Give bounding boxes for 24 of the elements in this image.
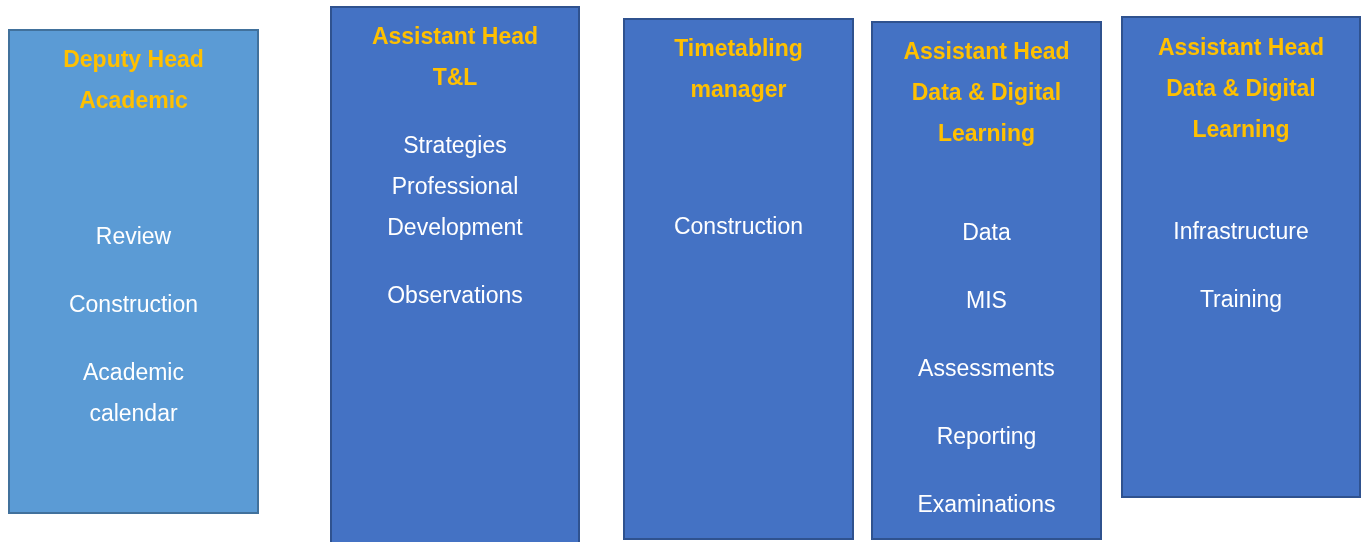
duty-text: Observations bbox=[386, 280, 524, 310]
duty-text: Reporting bbox=[935, 421, 1038, 451]
role-title: Deputy Head Academic bbox=[62, 44, 205, 115]
role-title: Assistant Head Data & Digital Learning bbox=[1156, 32, 1326, 144]
duty-text: MIS bbox=[965, 285, 1008, 315]
duty-text: Training bbox=[1198, 284, 1284, 314]
role-box bbox=[330, 6, 580, 542]
role-box bbox=[623, 18, 854, 540]
duty-text: Professional Development bbox=[386, 171, 524, 242]
duty-text: Assessments bbox=[917, 353, 1056, 383]
duty-text: Review bbox=[94, 221, 173, 251]
role-title: Assistant Head Data & Digital Learning bbox=[902, 36, 1071, 148]
duty-text: Infrastructure bbox=[1172, 216, 1310, 246]
role-title: Assistant Head T&L bbox=[370, 21, 540, 92]
role-title: Timetabling manager bbox=[673, 33, 804, 104]
role-box bbox=[871, 21, 1102, 540]
duty-text: Academic calendar bbox=[82, 357, 185, 428]
duty-text: Data bbox=[961, 217, 1012, 247]
duty-text: Construction bbox=[672, 211, 805, 241]
role-box bbox=[8, 29, 259, 514]
duty-text: Strategies bbox=[402, 130, 508, 160]
role-box bbox=[1121, 16, 1361, 498]
duty-text: Construction bbox=[67, 289, 200, 319]
duty-text: Examinations bbox=[916, 489, 1057, 519]
